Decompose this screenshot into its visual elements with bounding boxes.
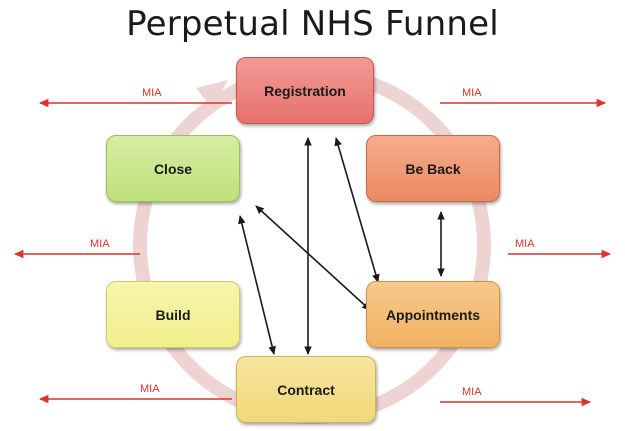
stage-close: Close <box>106 135 240 202</box>
mia-label-mid-left: MIA <box>90 238 110 250</box>
stage-be-back-label: Be Back <box>405 160 461 177</box>
cycle-ring-arrowhead <box>196 80 228 108</box>
mia-label-top-left: MIA <box>142 87 162 99</box>
connector-close-contract <box>238 215 276 355</box>
stage-registration: Registration <box>236 57 374 124</box>
mia-label-mid-right: MIA <box>515 238 535 250</box>
stage-contract: Contract <box>236 356 376 423</box>
mia-label-top-right: MIA <box>462 87 482 99</box>
stage-appointments-label: Appointments <box>385 306 481 323</box>
mia-label-bottom-right: MIA <box>462 386 482 398</box>
connector-close-appointments <box>255 205 371 311</box>
stage-build-label: Build <box>155 306 191 323</box>
stage-be-back: Be Back <box>366 135 500 202</box>
stage-close-label: Close <box>153 160 193 177</box>
stage-appointments: Appointments <box>366 281 500 348</box>
mia-label-bottom-left: MIA <box>140 383 160 395</box>
diagram-title: Perpetual NHS Funnel <box>126 4 499 44</box>
stage-build: Build <box>106 281 240 348</box>
stage-registration-label: Registration <box>264 82 346 99</box>
stage-contract-label: Contract <box>277 381 335 398</box>
